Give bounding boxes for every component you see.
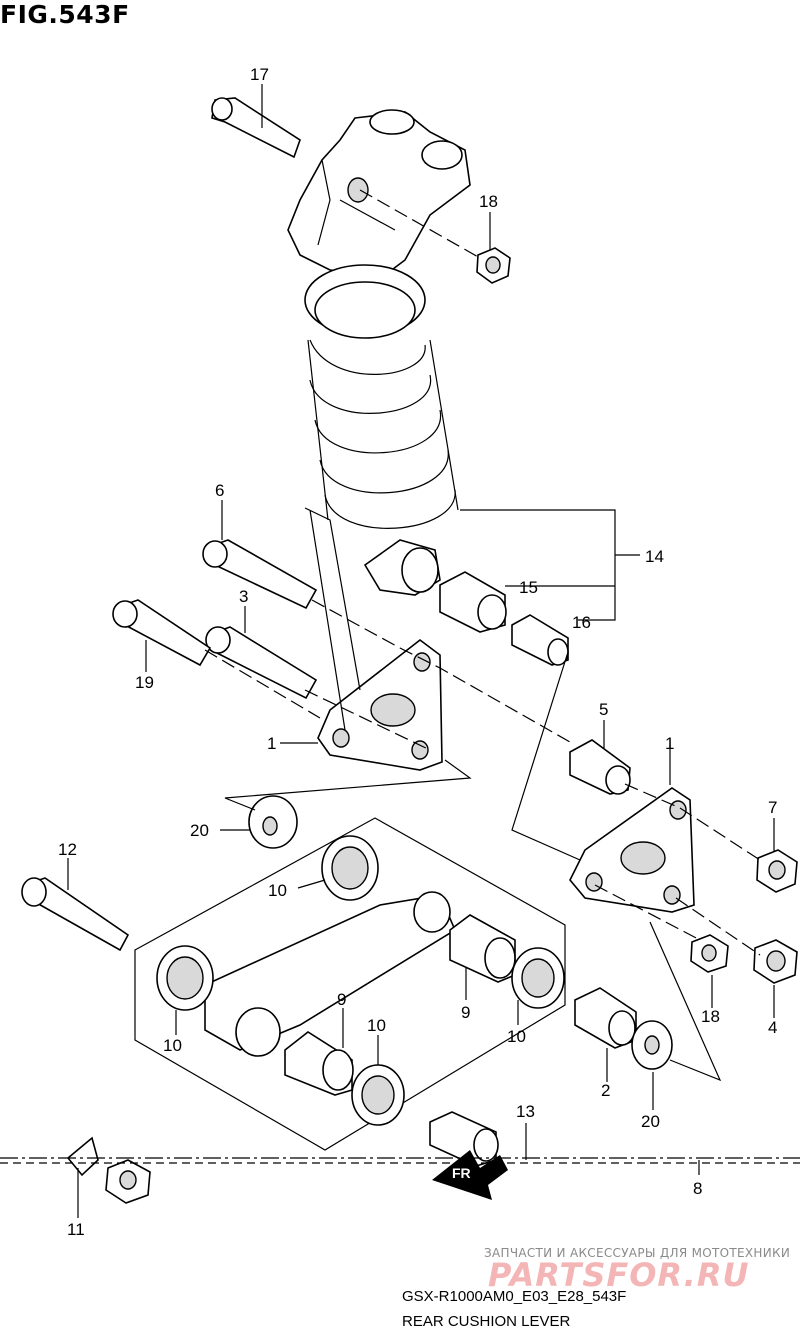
watermark-tagline: ЗАПЧАСТИ И АКСЕССУАРЫ ДЛЯ МОТОТЕХНИКИ xyxy=(484,1246,791,1260)
bolt-12 xyxy=(21,877,130,952)
callout-20-lower: 20 xyxy=(641,1112,660,1131)
oil-seal-10-b xyxy=(156,945,214,1011)
nut-11 xyxy=(105,1159,151,1204)
collar-15 xyxy=(439,571,507,633)
callout-3: 3 xyxy=(239,587,248,606)
collar-13 xyxy=(429,1111,499,1167)
bearing-9-a xyxy=(449,914,516,983)
cushion-rod-plate-left xyxy=(317,638,443,771)
oil-seal-10-a xyxy=(321,835,379,901)
callout-8: 8 xyxy=(693,1179,702,1198)
callout-1-left: 1 xyxy=(267,734,276,753)
washer-20-lower xyxy=(631,1020,673,1070)
callout-9-b: 9 xyxy=(337,990,346,1009)
shock-absorber-assembly xyxy=(287,109,471,596)
leader-lines xyxy=(67,84,775,1218)
callout-5: 5 xyxy=(599,700,608,719)
nut-7 xyxy=(756,849,798,893)
nut-4 xyxy=(753,939,798,984)
callout-13: 13 xyxy=(516,1102,535,1121)
callout-2: 2 xyxy=(601,1081,610,1100)
front-direction-arrow: FR xyxy=(432,1150,508,1200)
bolt-17 xyxy=(211,97,301,159)
callout-18-top: 18 xyxy=(479,192,498,211)
spacer-5 xyxy=(569,739,631,795)
front-arrow-label: FR xyxy=(452,1165,471,1181)
callout-labels: 17 18 14 15 16 6 3 19 1 5 1 7 20 12 10 1… xyxy=(58,65,777,1239)
callout-17: 17 xyxy=(250,65,269,84)
callout-11: 11 xyxy=(67,1220,85,1239)
diagram-caption: REAR CUSHION LEVER xyxy=(402,1313,571,1330)
callout-12: 12 xyxy=(58,840,77,859)
model-code: GSX-R1000AM0_E03_E28_543F xyxy=(402,1288,627,1305)
callout-9-a: 9 xyxy=(461,1003,470,1022)
bolt-3 xyxy=(205,626,318,700)
callout-4: 4 xyxy=(768,1018,777,1037)
watermark-logo: PARTSFOR.RU xyxy=(488,1256,750,1294)
cushion-rod-plate-right xyxy=(569,787,695,913)
callout-20-top: 20 xyxy=(190,821,209,840)
callout-7: 7 xyxy=(768,798,777,817)
callout-18-lower: 18 xyxy=(701,1007,720,1026)
callout-14: 14 xyxy=(645,547,664,566)
cover-11 xyxy=(66,1136,99,1177)
figure-title: FIG.543F xyxy=(0,0,130,29)
callout-10-c: 10 xyxy=(507,1027,526,1046)
bearing-9-b xyxy=(284,1031,354,1096)
callout-16: 16 xyxy=(572,613,591,632)
spacer-2 xyxy=(574,987,637,1049)
bushing-16 xyxy=(511,614,569,666)
callout-19: 19 xyxy=(135,673,154,692)
washer-20-top xyxy=(248,795,298,849)
nut-18-top xyxy=(476,247,511,284)
callout-1-right: 1 xyxy=(665,734,674,753)
oil-seal-10-c xyxy=(511,947,565,1009)
callout-10-b: 10 xyxy=(163,1036,182,1055)
callout-6: 6 xyxy=(215,481,224,500)
lever-enclosure-outline xyxy=(134,817,566,1151)
bolt-19 xyxy=(112,599,212,667)
bolt-6 xyxy=(202,539,318,610)
nut-18-lower xyxy=(690,934,729,973)
rear-cushion-lever xyxy=(204,891,457,1057)
callout-10-a: 10 xyxy=(268,881,287,900)
oil-seal-10-d xyxy=(351,1064,405,1126)
callout-10-d: 10 xyxy=(367,1016,386,1035)
callout-15: 15 xyxy=(519,578,538,597)
